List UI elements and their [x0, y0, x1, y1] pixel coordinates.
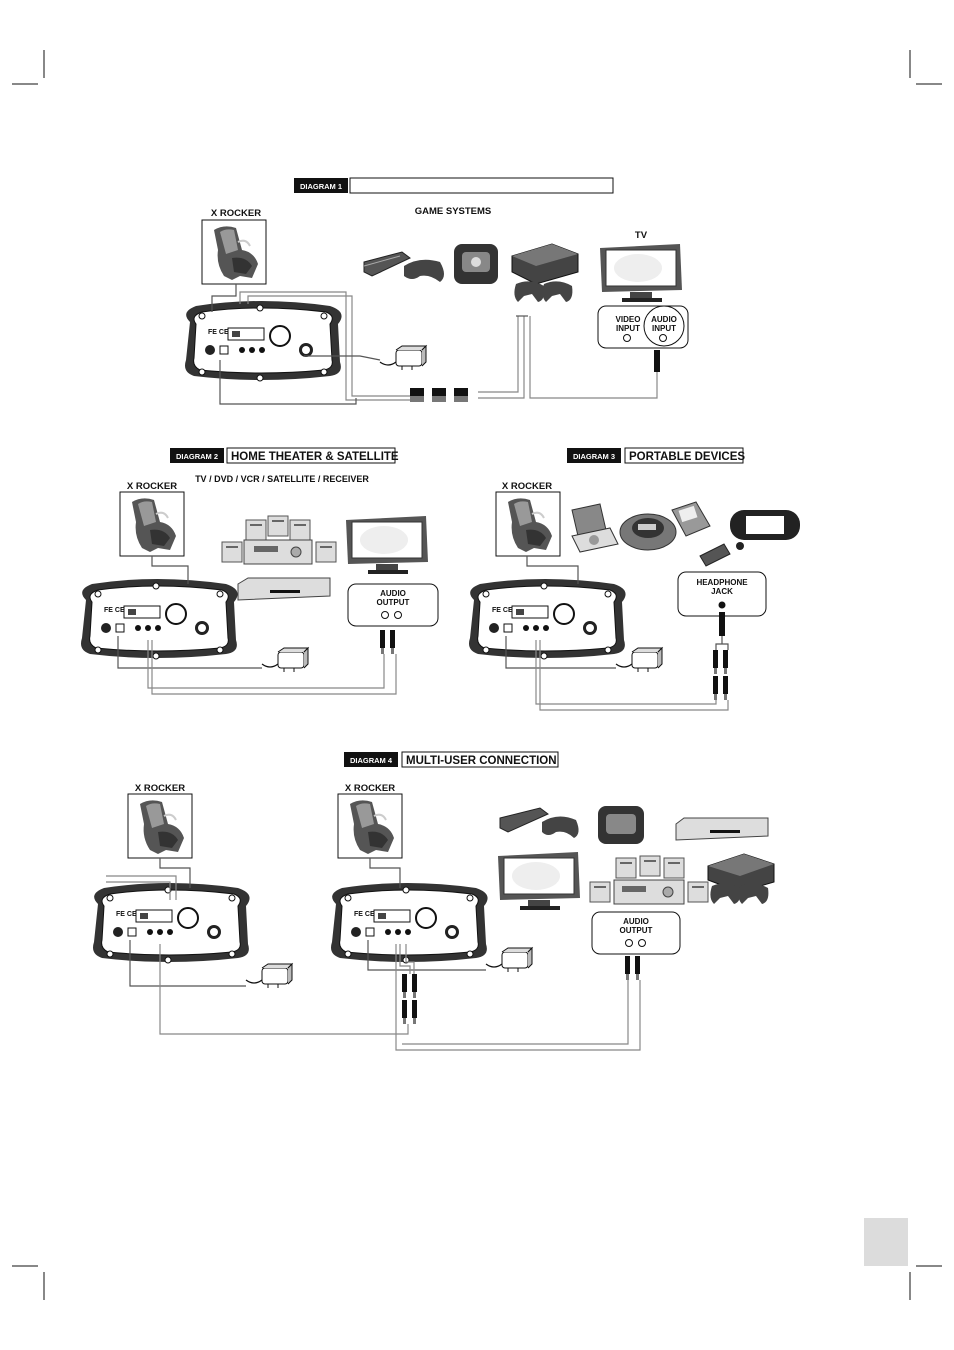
- chair-icon: [202, 220, 266, 284]
- diagram-2: DIAGRAM 2 HOME THEATER & SATELLITE X ROC…: [81, 448, 438, 694]
- diagram-3-chair-label: X ROCKER: [502, 481, 552, 492]
- receiver-icon: [614, 880, 684, 904]
- rca-plug-icon: [402, 1000, 417, 1024]
- game-console-icon: [512, 244, 578, 284]
- tv-plug: [654, 350, 660, 372]
- diagram-4-chair-label-1: X ROCKER: [135, 783, 185, 794]
- power-adapter-icon: [380, 346, 426, 370]
- receiver-icon: [244, 540, 312, 564]
- headphone-jack-label-2: JACK: [711, 587, 733, 596]
- chair-icon: [496, 492, 560, 556]
- game-console-icon: [364, 252, 410, 276]
- control-panel-icon: [331, 883, 488, 963]
- diagram-3: DIAGRAM 3 PORTABLE DEVICES X ROCKER H: [469, 448, 800, 710]
- dvd-player-icon: [238, 578, 330, 600]
- dvd-player-icon: [676, 818, 768, 840]
- control-panel-icon: [93, 883, 250, 963]
- diagram-2-title: HOME THEATER & SATELLITE: [231, 451, 399, 463]
- handheld-console-icon: [672, 502, 710, 536]
- tv-icon: [346, 516, 428, 574]
- tv-icon: [498, 852, 580, 910]
- handheld-console-icon: [730, 510, 800, 540]
- game-console-icon: [598, 806, 644, 844]
- diagram-1-tag: DIAGRAM 1: [300, 182, 342, 191]
- gamepad-icon: [514, 281, 572, 302]
- game-console-icon: [708, 854, 774, 904]
- power-adapter-icon: [486, 948, 532, 972]
- video-input-label-2: INPUT: [616, 324, 640, 333]
- diagram-1-games-label: GAME SYSTEMS: [415, 206, 492, 217]
- diagram-2-chair-label: X ROCKER: [127, 481, 177, 492]
- page-number-tab: [864, 1218, 908, 1266]
- power-adapter-icon: [616, 648, 662, 672]
- rca-plug-icon: [713, 650, 728, 674]
- rca-plug-icon: [402, 974, 417, 998]
- control-panel-icon: [81, 579, 238, 659]
- video-input-label-1: VIDEO: [616, 315, 641, 324]
- chair-icon: [128, 794, 192, 858]
- audio-input-label-1: AUDIO: [651, 315, 677, 324]
- audio-output-label-2: OUTPUT: [377, 598, 410, 607]
- diagram-4-tag: DIAGRAM 4: [350, 756, 393, 765]
- audio-output-label-1: AUDIO: [623, 917, 649, 926]
- diagram-3-tag: DIAGRAM 3: [573, 452, 615, 461]
- diagram-1-title-box: [350, 178, 613, 193]
- power-adapter-icon: [246, 964, 292, 988]
- power-adapter-icon: [262, 648, 308, 672]
- diagram-2-tag: DIAGRAM 2: [176, 452, 218, 461]
- rca-plug-icon: [380, 630, 395, 654]
- tv-icon: [600, 244, 682, 302]
- mp3-player-icon: [700, 542, 744, 566]
- diagram-4-title: MULTI-USER CONNECTION: [406, 755, 557, 767]
- cd-player-icon: [620, 514, 676, 550]
- game-console-icon: [454, 244, 498, 284]
- audio-output-label-1: AUDIO: [380, 589, 406, 598]
- chair-icon: [120, 492, 184, 556]
- audio-output-label-2: OUTPUT: [620, 926, 653, 935]
- rca-plug-icon: [408, 388, 478, 402]
- diagram-1-tv-label: TV: [635, 230, 648, 241]
- game-console-icon: [500, 808, 579, 838]
- control-panel-icon: [185, 301, 342, 381]
- portable-dvd-icon: [572, 504, 618, 552]
- headphone-jack-label-1: HEADPHONE: [696, 578, 748, 587]
- chair-icon: [338, 794, 402, 858]
- diagram-1: DIAGRAM 1 X ROCKER GAME SYSTEMS TV V: [185, 178, 688, 404]
- rca-plug-icon: [713, 676, 728, 700]
- diagram-4: DIAGRAM 4 MULTI-USER CONNECTION X ROCKER…: [93, 752, 774, 1050]
- gamepad-icon: [404, 260, 444, 282]
- diagram-1-chair-label: X ROCKER: [211, 208, 261, 219]
- diagram-2-devices-label: TV / DVD / VCR / SATELLITE / RECEIVER: [195, 474, 369, 484]
- control-panel-icon: [469, 579, 626, 659]
- rca-plug-icon: [625, 956, 640, 980]
- diagram-3-title: PORTABLE DEVICES: [629, 451, 745, 463]
- audio-input-label-2: INPUT: [652, 324, 676, 333]
- diagram-4-chair-label-2: X ROCKER: [345, 783, 395, 794]
